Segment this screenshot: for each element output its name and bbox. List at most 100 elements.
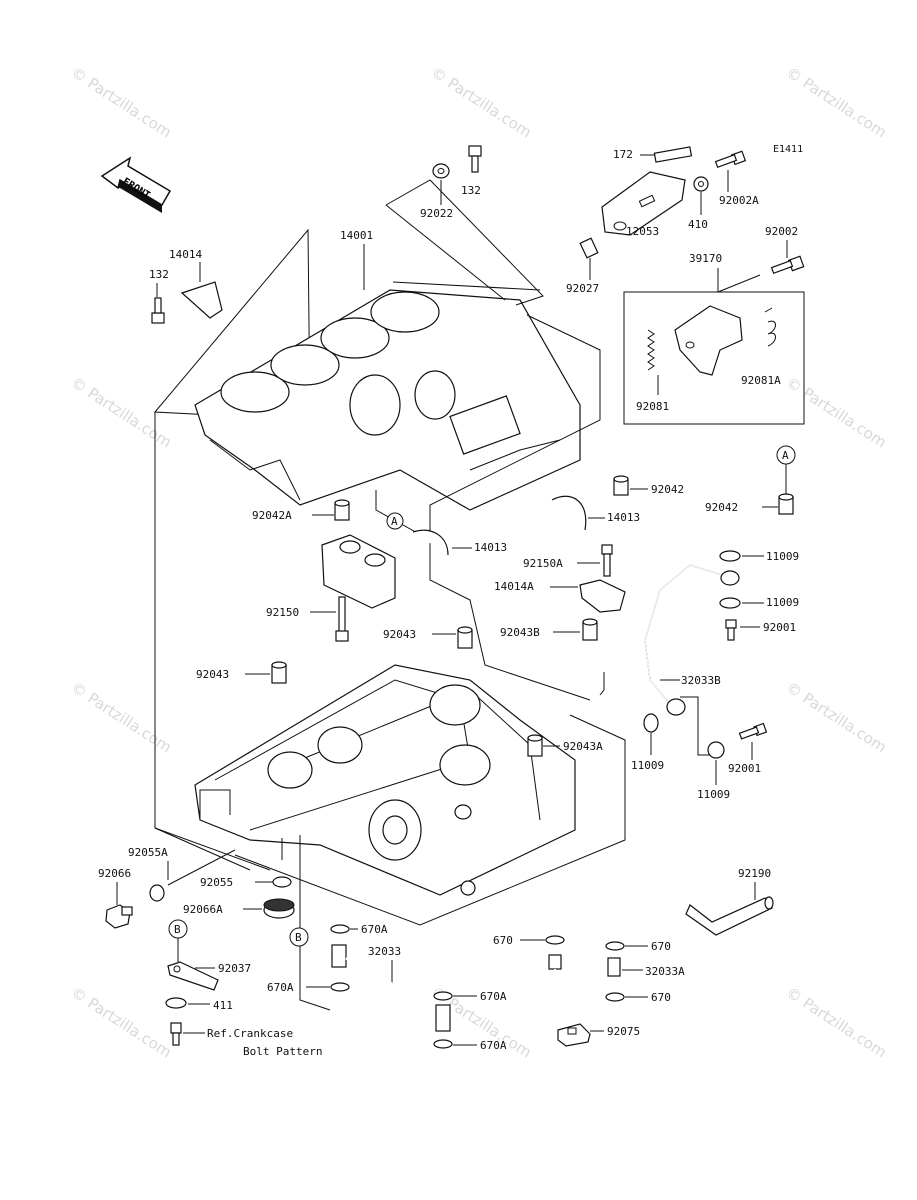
part-label-92075: 92075 [607, 1025, 640, 1038]
crank-cap [321, 534, 396, 609]
part-label-11009-4: 11009 [697, 788, 730, 801]
diagram-code: E1411 [773, 144, 803, 155]
drain-plug-92066 [105, 904, 133, 929]
washer-11009 [719, 550, 741, 562]
part-label-670A-4: 670A [480, 1039, 507, 1052]
leader-line [375, 490, 591, 701]
part-label-410: 410 [688, 218, 708, 231]
washer-11009 [643, 713, 659, 733]
callout-b-marker [289, 927, 309, 947]
dowel-92043-left [271, 661, 287, 684]
watermark: © Partzilla.com [68, 63, 175, 141]
o-ring-670A [330, 924, 350, 934]
upper-crankcase [153, 179, 581, 511]
watermark: © Partzilla.com [783, 678, 890, 756]
o-ring-670A [433, 991, 453, 1001]
part-label-92022: 92022 [420, 207, 453, 220]
part-label-39170: 39170 [689, 252, 722, 265]
part-label-670A-1: 670A [361, 923, 388, 936]
part-label-92150A: 92150A [523, 557, 563, 570]
note-line-1: Ref.Crankcase [207, 1027, 293, 1040]
o-ring-92055A [149, 884, 165, 902]
part-label-92002: 92002 [765, 225, 798, 238]
bracket-14014A [579, 579, 626, 613]
bolt-92150 [335, 596, 349, 642]
part-label-92043B: 92043B [500, 626, 540, 639]
part-label-92043A: 92043A [563, 740, 603, 753]
bolt-92002 [770, 255, 805, 275]
callout-a-label: A [782, 449, 789, 462]
bolt-ref [170, 1022, 182, 1046]
dowel-92042-mid [613, 475, 629, 496]
callout-a-label: A [391, 515, 398, 528]
dowel-92042-right [778, 493, 794, 515]
cap-14014 [180, 281, 223, 319]
dowel-92043B [582, 618, 598, 641]
part-label-670-2: 670 [651, 940, 671, 953]
part-label-32033B: 32033B [681, 674, 721, 687]
part-label-670A-2: 670A [267, 981, 294, 994]
oil-pipe-32033A [548, 954, 621, 1010]
part-label-670-3: 670 [651, 991, 671, 1004]
watermark: © Partzilla.com [783, 63, 890, 141]
part-label-670A-3: 670A [480, 990, 507, 1003]
front-arrow-icon: FRONT [100, 156, 172, 213]
part-label-92002A: 92002A [719, 194, 759, 207]
part-label-92042-right: 92042 [705, 501, 738, 514]
part-label-14014A: 14014A [494, 580, 534, 593]
part-label-92042-mid: 92042 [651, 483, 684, 496]
washer-411 [165, 997, 187, 1009]
part-label-92043-mid: 92043 [383, 628, 416, 641]
part-label-11009-3: 11009 [631, 759, 664, 772]
part-label-14001: 14001 [340, 229, 373, 242]
bearing-14013-left [412, 529, 449, 556]
part-label-132: 132 [461, 184, 481, 197]
pin-92027 [579, 237, 599, 259]
o-ring-670 [605, 992, 625, 1002]
o-ring-92055 [272, 876, 292, 888]
tensioner-12053 [601, 171, 686, 236]
part-label-92042A: 92042A [252, 509, 292, 522]
watermark: © Partzilla.com [783, 373, 890, 451]
washer-11009 [707, 741, 725, 759]
bolt-132-left [151, 297, 165, 324]
o-ring-670A [433, 1039, 453, 1049]
o-ring-670 [605, 941, 625, 951]
part-label-92055: 92055 [200, 876, 233, 889]
oil-pipe-32033 [331, 944, 451, 1032]
leader-line [392, 281, 541, 291]
watermark: © Partzilla.com [428, 63, 535, 141]
o-ring-670 [545, 935, 565, 945]
plate-92037 [167, 961, 219, 991]
oil-pipe-32033B [644, 564, 740, 716]
part-label-14013-left: 14013 [474, 541, 507, 554]
part-label-92055A: 92055A [128, 846, 168, 859]
washer-11009 [719, 597, 741, 609]
part-label-92001-1: 92001 [763, 621, 796, 634]
bolt-92001 [738, 722, 768, 740]
bolt-92002A [714, 150, 747, 169]
part-label-92037: 92037 [218, 962, 251, 975]
tensioner-guide-box [623, 291, 805, 425]
stud-172 [653, 146, 693, 163]
part-label-92150: 92150 [266, 606, 299, 619]
part-label-92027: 92027 [566, 282, 599, 295]
part-label-11009-2: 11009 [766, 596, 799, 609]
part-label-12053: 12053 [626, 225, 659, 238]
part-label-670-1: 670 [493, 934, 513, 947]
bolt-92150A [601, 544, 613, 577]
bolt-92001 [725, 619, 737, 641]
part-label-92043-left: 92043 [196, 668, 229, 681]
bolt-132 [468, 145, 482, 173]
part-label-132-left: 132 [149, 268, 169, 281]
part-label-92081: 92081 [636, 400, 669, 413]
dowel-92043-mid [457, 626, 473, 649]
part-label-92066: 92066 [98, 867, 131, 880]
part-label-32033: 32033 [368, 945, 401, 958]
spring-92081 [647, 329, 655, 371]
o-ring-670A [330, 982, 350, 992]
part-label-14014: 14014 [169, 248, 202, 261]
guide-39170 [674, 305, 743, 376]
watermark: © Partzilla.com [783, 983, 890, 1061]
